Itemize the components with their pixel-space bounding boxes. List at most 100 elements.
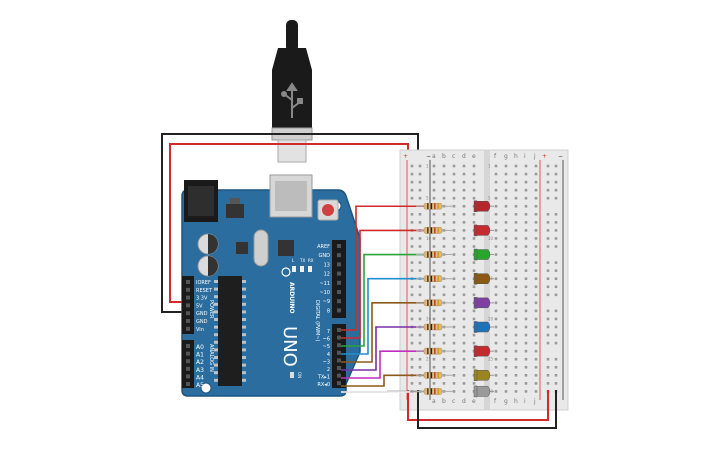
rail-hole [554,293,558,297]
analog-pin-label: A3 [196,367,204,374]
breadboard-hole [494,382,498,385]
breadboard-hole [494,237,498,240]
signal-wire [341,350,424,379]
led [473,248,494,261]
breadboard-hole [534,365,538,369]
breadboard-hole [472,261,476,264]
breadboard-hole [472,341,476,345]
breadboard-hole [452,188,456,192]
breadboard-hole [534,188,538,192]
rail-hole [554,382,558,385]
breadboard-hole [534,253,538,256]
power-pin-label: GND [196,311,208,317]
breadboard-hole [524,293,528,297]
signal-wire [341,302,424,363]
rail-hole [546,245,550,248]
breadboard-hole [462,229,466,232]
breadboard-column-label: e [472,398,476,405]
breadboard-hole [494,341,498,345]
reset-button[interactable] [322,204,334,216]
digital-pin-label: ~6 [323,337,330,343]
breadboard-hole [462,382,466,385]
breadboard-hole [534,382,538,385]
chip-pin [214,378,218,382]
rail-hole [546,277,550,280]
header-hole [186,359,190,364]
rail-minus-right: − [558,153,563,160]
resistor [423,388,443,395]
digital-pin-label: ~10 [319,290,330,296]
signal-wire [341,253,424,347]
rail-hole [546,229,550,232]
breadboard-hole [432,164,436,168]
signal-wire [341,277,424,355]
rail-hole [554,277,558,280]
breadboard-hole [514,277,518,280]
rail-hole [410,180,414,184]
breadboard-hole [534,277,538,280]
breadboard-hole [462,349,466,353]
breadboard-hole [494,293,498,297]
breadboard-hole [524,253,528,256]
resistor [423,275,443,283]
breadboard-row-label: 10 [488,236,494,241]
rail-hole [546,374,550,377]
rail-hole [546,357,550,361]
breadboard-hole [452,237,456,240]
breadboard-hole [504,357,508,361]
led [473,345,494,357]
breadboard-row-label: 1 [426,164,429,169]
header-hole [337,335,341,340]
digital-pin-label: 13 [324,262,330,268]
breadboard-hole [494,301,498,305]
breadboard-hole [442,341,446,345]
breadboard-hole [494,365,498,369]
chip-pin [214,287,218,291]
breadboard-hole [514,253,518,256]
led [473,297,494,309]
breadboard-hole [494,374,498,377]
breadboard-hole [494,245,498,248]
breadboard-hole [472,237,476,240]
breadboard-hole [504,309,508,313]
breadboard-hole [534,301,538,305]
header-hole [186,287,190,292]
breadboard-hole [514,301,518,305]
breadboard-hole [494,317,498,321]
breadboard-hole [494,285,498,289]
chip-pin [214,356,218,359]
breadboard-hole [462,164,466,168]
breadboard-hole [524,365,528,369]
header-hole [337,308,341,313]
rail-hole [554,237,558,240]
breadboard-hole [432,317,436,321]
breadboard-hole [514,180,518,184]
chip-pin [242,318,246,321]
rail-hole [410,317,414,321]
digital-pin-label: 2 [327,367,330,373]
rail-hole [410,365,414,369]
header-hole [186,311,190,316]
chip-pin [242,310,246,314]
signal-wire [341,229,424,339]
breadboard-hole [452,365,456,369]
breadboard-hole [452,180,456,184]
breadboard-hole [514,221,518,224]
chip-pin [242,340,246,344]
header-hole [186,374,190,379]
breadboard-hole [472,172,476,176]
breadboard-hole [432,172,436,176]
breadboard-hole [462,204,466,208]
breadboard-hole [442,213,446,216]
chip-pin [242,378,246,382]
breadboard-hole [452,261,456,264]
breadboard-hole [504,325,508,329]
breadboard-hole [494,221,498,224]
onboard-led-label: RX [308,258,314,263]
breadboard-hole [452,285,456,289]
rail-hole [554,213,558,216]
led [473,369,494,382]
digital-header-title: DIGITAL (PWM~) [314,300,320,342]
resistor [423,202,443,210]
breadboard-hole [494,261,498,264]
